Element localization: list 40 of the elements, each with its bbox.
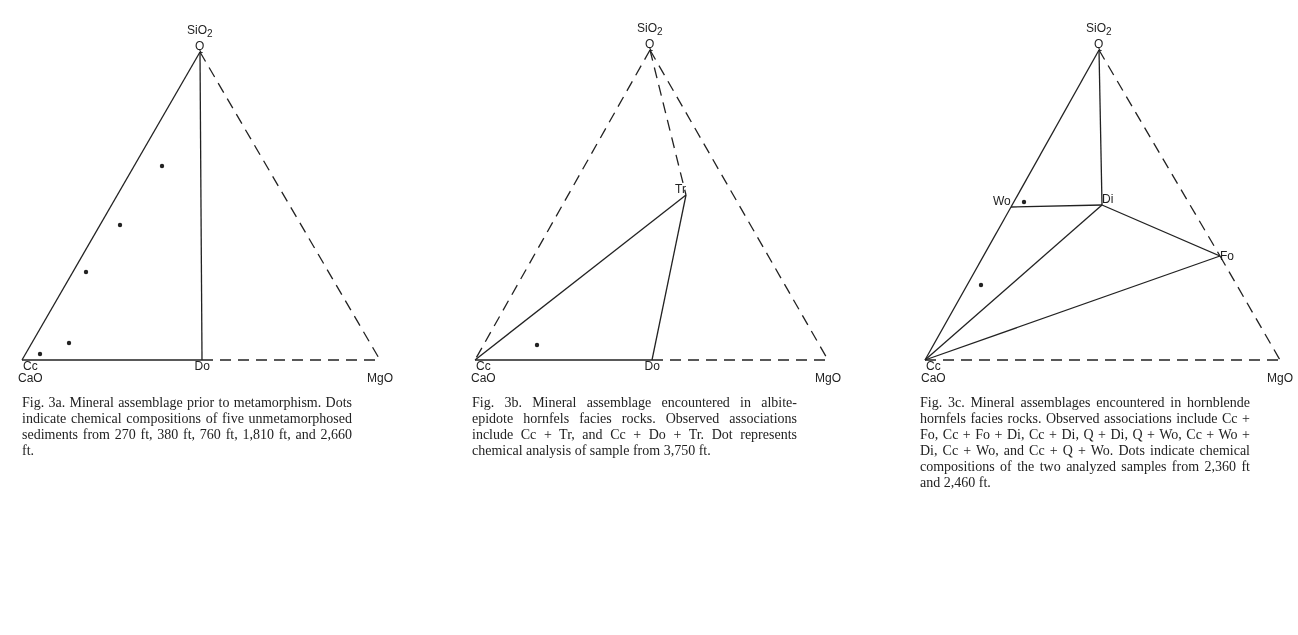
tie-line	[21, 359, 203, 361]
dashed-line	[924, 359, 1281, 361]
vertex-label: SiO$_{2}$	[187, 24, 213, 41]
figure-caption: Fig. 3c. Mineral assemblages encountered in hornblende hornfels facies rocks. Observed associations include Cc + Fo, Cc + Fo + Di, Cc + Di, Q + Di, Q + Wo, Cc + Wo + Di, Cc + Wo, and Cc + Q + Wo. Dots indicate chemical compositions of the two analyzed samples from 2,360 ft and 2,460 ft.	[920, 395, 1250, 491]
tie-line	[199, 51, 203, 361]
vertex-label: Wo	[993, 195, 1011, 207]
dashed-line	[1098, 49, 1221, 257]
tie-line	[651, 194, 687, 361]
tie-line	[924, 204, 1103, 361]
vertex-label: Do	[644, 360, 660, 372]
vertex-label: CaO	[18, 372, 43, 384]
tie-line	[924, 255, 1221, 361]
tie-line	[474, 359, 653, 361]
vertex-label: MgO	[1267, 372, 1293, 384]
tie-line	[1098, 49, 1103, 206]
tie-line	[1101, 204, 1221, 257]
vertex-label: SiO$_{2}$	[1086, 22, 1112, 39]
vertex-label: Q	[644, 38, 656, 51]
figure-caption: Fig. 3b. Mineral assemblage encountered in albite-epidote hornfels facies rocks. Observed associations include Cc + Tr, and Cc + Do + Tr. Dot represents chemical analysis of sample from 3,750 ft.	[472, 395, 797, 459]
vertex-label: Do	[194, 360, 210, 372]
vertex-label: Di	[1102, 193, 1114, 205]
vertex-label: Cc	[475, 360, 492, 372]
vertex-label: SiO$_{2}$	[637, 22, 663, 39]
tie-line	[474, 194, 687, 361]
vertex-label: Cc	[22, 360, 39, 372]
vertex-label: Q	[1093, 38, 1105, 51]
vertex-label: CaO	[471, 372, 496, 384]
tie-line	[924, 206, 1012, 361]
vertex-label: MgO	[367, 372, 393, 384]
tie-line	[21, 51, 201, 361]
tie-line	[1010, 204, 1103, 208]
dashed-line	[649, 49, 687, 196]
vertex-label: Cc	[925, 360, 942, 372]
vertex-label: Q	[194, 40, 206, 53]
vertex-label: MgO	[815, 372, 841, 384]
vertex-label: Tr	[675, 183, 686, 195]
vertex-label: Fo	[1220, 250, 1234, 262]
vertex-label: CaO	[921, 372, 946, 384]
tie-line	[1010, 49, 1100, 208]
figure-caption: Fig. 3a. Mineral assemblage prior to metamorphism. Dots indicate chemical compositions of five unmetamorphosed sediments from 270 ft, 380 ft, 760 ft, 1,810 ft, and 2,660 ft.	[22, 395, 352, 459]
